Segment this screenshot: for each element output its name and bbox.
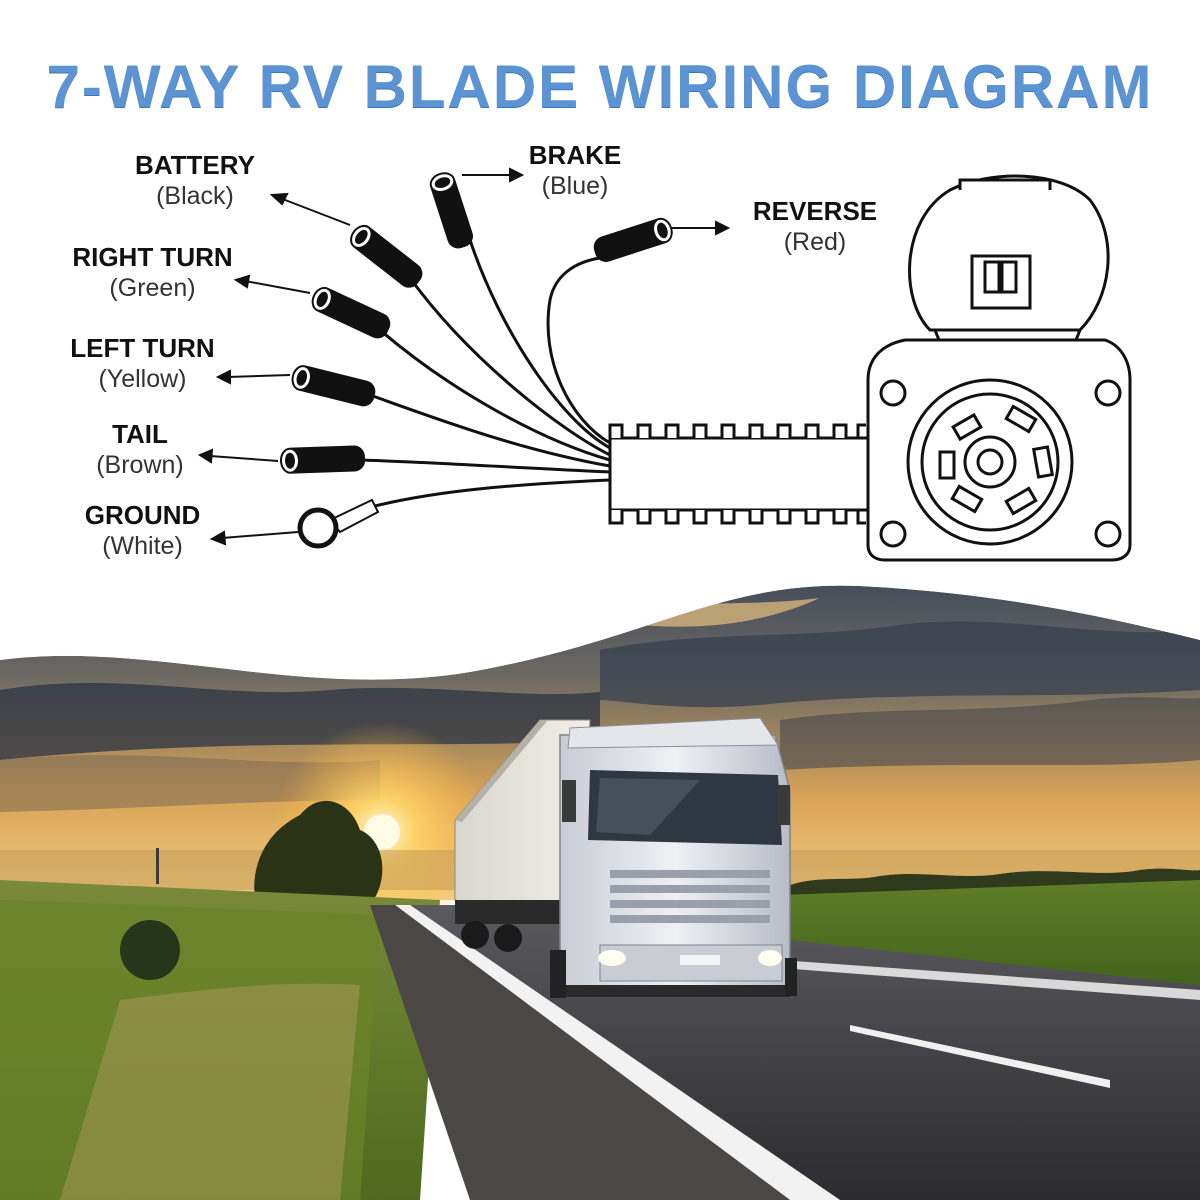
wire-conduit — [608, 423, 872, 525]
ground-ring-terminal — [297, 498, 380, 549]
brake-connector — [429, 172, 473, 249]
right-turn-arrow — [233, 274, 311, 294]
label-right-turn: RIGHT TURN (Green) — [55, 242, 250, 304]
reverse-arrow — [672, 220, 731, 236]
tail-arrow — [197, 448, 279, 464]
label-right-turn-name: RIGHT TURN — [72, 242, 233, 272]
label-tail-color: (Brown) — [96, 451, 184, 479]
label-reverse: REVERSE (Red) — [730, 196, 900, 258]
label-ground-color: (White) — [102, 532, 183, 560]
ground-arrow — [209, 530, 299, 546]
diagram-title: 7-WAY RV BLADE WIRING DIAGRAM — [46, 53, 1154, 120]
left-turn-wire — [368, 393, 612, 468]
battery-arrow — [269, 192, 351, 226]
right-turn-connector — [311, 286, 391, 339]
label-brake-color: (Blue) — [541, 172, 609, 200]
reverse-wire — [546, 256, 612, 445]
ground-wire — [373, 478, 612, 508]
label-brake-name: BRAKE — [528, 140, 622, 170]
label-left-turn-name: LEFT TURN — [70, 333, 215, 363]
right-turn-wire — [378, 328, 612, 462]
left-turn-connector — [291, 365, 376, 407]
label-left-turn: LEFT TURN (Yellow) — [55, 333, 230, 395]
battery-wire — [408, 276, 612, 457]
label-ground-name: GROUND — [84, 500, 201, 530]
label-tail: TAIL (Brown) — [80, 419, 200, 481]
reverse-connector — [593, 217, 673, 262]
wiring-diagram — [197, 167, 1132, 562]
tail-wire — [358, 458, 612, 474]
label-battery: BATTERY (Black) — [120, 150, 270, 212]
tail-connector — [279, 445, 366, 474]
label-ground: GROUND (White) — [70, 500, 215, 562]
brake-arrow — [462, 167, 525, 183]
label-reverse-name: REVERSE — [752, 196, 878, 226]
label-reverse-color: (Red) — [783, 228, 847, 256]
label-right-turn-color: (Green) — [109, 274, 196, 302]
brake-wire — [468, 238, 612, 450]
rv-blade-connector — [866, 174, 1132, 562]
battery-connector — [350, 224, 423, 288]
label-battery-name: BATTERY — [135, 150, 255, 180]
label-left-turn-color: (Yellow) — [98, 365, 187, 393]
left-turn-arrow — [215, 369, 291, 385]
label-battery-color: (Black) — [156, 182, 234, 210]
label-brake: BRAKE (Blue) — [505, 140, 645, 202]
label-tail-name: TAIL — [112, 419, 168, 449]
